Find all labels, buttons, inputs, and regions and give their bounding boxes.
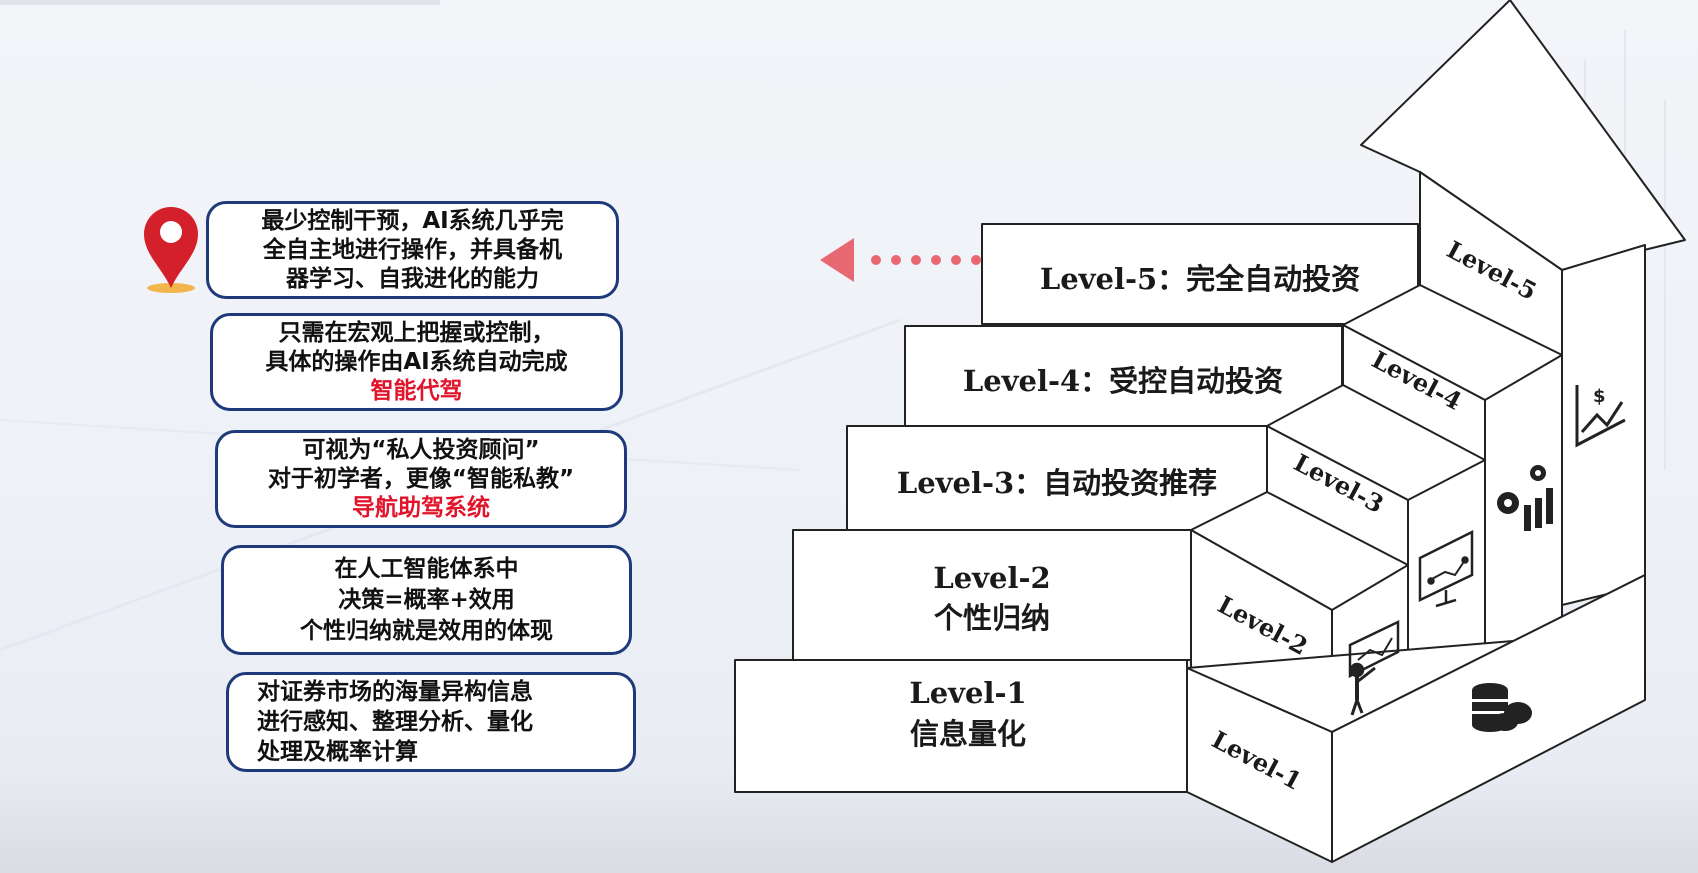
teacher-board-icon xyxy=(1348,620,1400,716)
arrow-column-side xyxy=(1561,244,1646,606)
gear-chart-icon xyxy=(1497,465,1553,531)
level2-title: Level-2 xyxy=(933,561,1050,595)
level1-desc-line: 处理及概率计算 xyxy=(257,739,418,765)
level5-desc-line: 全自主地进行操作，并具备机 xyxy=(263,236,562,263)
level3-desc-line: 对于初学者，更像“智能私教” xyxy=(267,465,575,492)
level4-label: Level-4：受控自动投资 xyxy=(963,364,1283,398)
svg-text:$: $ xyxy=(1593,386,1606,407)
level2-desc-line: 在人工智能体系中 xyxy=(334,555,519,582)
level1-desc-line: 进行感知、整理分析、量化 xyxy=(257,709,533,735)
level5-label: Level-5：完全自动投资 xyxy=(1040,262,1360,296)
level2-subtitle: 个性归纳 xyxy=(934,601,1050,635)
level4-plate xyxy=(904,325,1343,427)
level1-title: Level-1 xyxy=(909,676,1026,710)
level2-desc-line: 决策=概率+效用 xyxy=(338,586,515,613)
level4-desc-line: 具体的操作由AI系统自动完成 xyxy=(265,348,568,375)
level3-desc-line: 可视为“私人投资顾问” xyxy=(302,436,540,463)
level1-description: 对证券市场的海量异构信息 进行感知、整理分析、量化 处理及概率计算 xyxy=(226,672,636,772)
level4-desc-line: 只需在宏观上把握或控制， xyxy=(278,319,555,346)
level3-description: 可视为“私人投资顾问” 对于初学者，更像“智能私教” 导航助驾系统 xyxy=(215,430,627,528)
level2-desc-line: 个性归纳就是效用的体现 xyxy=(300,617,553,644)
level2-plate xyxy=(792,529,1192,661)
level1-subtitle: 信息量化 xyxy=(910,717,1026,751)
database-cloud-icon xyxy=(1472,683,1532,732)
location-pin-icon xyxy=(144,207,198,293)
level4-description: 只需在宏观上把握或控制， 具体的操作由AI系统自动完成 智能代驾 xyxy=(210,313,623,411)
level1-desc-line: 对证券市场的海量异构信息 xyxy=(257,679,533,705)
level5-description: 最少控制干预，AI系统几乎完 全自主地进行操作，并具备机 器学习、自我进化的能力 xyxy=(206,201,619,299)
level3-label: Level-3：自动投资推荐 xyxy=(897,466,1217,500)
level4-desc-highlight: 智能代驾 xyxy=(370,377,463,404)
level5-desc-line: 最少控制干预，AI系统几乎完 xyxy=(261,207,564,234)
level1-plate xyxy=(734,659,1188,793)
level3-desc-highlight: 导航助驾系统 xyxy=(352,494,490,521)
monitor-circuit-icon xyxy=(1418,529,1474,608)
level3-plate xyxy=(846,425,1268,531)
level5-desc-line: 器学习、自我进化的能力 xyxy=(286,265,539,292)
level5-plate xyxy=(981,223,1419,325)
level2-description: 在人工智能体系中 决策=概率+效用 个性归纳就是效用的体现 xyxy=(221,545,632,655)
dollar-growth-icon: $ xyxy=(1575,385,1626,448)
